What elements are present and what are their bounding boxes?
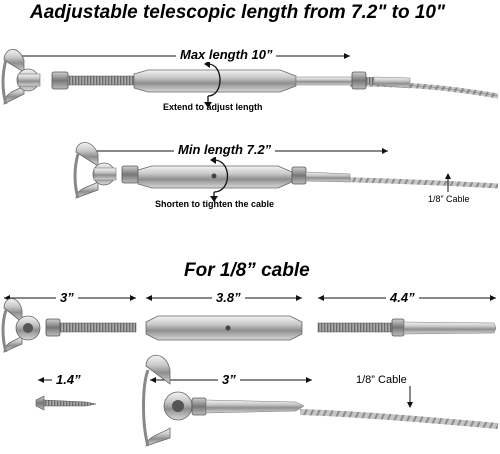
cable-size-heading: For 1/8” cable xyxy=(184,260,310,281)
turnbuckle-extended xyxy=(1,49,499,108)
cable-label: 1/8” Cable xyxy=(356,374,407,386)
min-length-label: Min length 7.2” xyxy=(174,142,276,157)
parts-row xyxy=(1,295,499,447)
max-length-label: Max length 10” xyxy=(176,47,277,62)
turnbuckle-compressed xyxy=(73,142,499,202)
shorten-note: Shorten to tighten the cable xyxy=(155,199,275,209)
extend-note: Extend to adjust length xyxy=(163,102,263,112)
stud-length: 4.4” xyxy=(386,290,419,305)
body-length: 3.8” xyxy=(212,290,245,305)
assembly-length: 3” xyxy=(218,372,240,387)
page-title: Aadjustable telescopic length from 7.2" … xyxy=(30,2,446,23)
eye-bolt-length: 3” xyxy=(56,290,78,305)
screw-length: 1.4” xyxy=(52,372,85,387)
cable-size-note: 1/8” Cable xyxy=(428,194,470,204)
